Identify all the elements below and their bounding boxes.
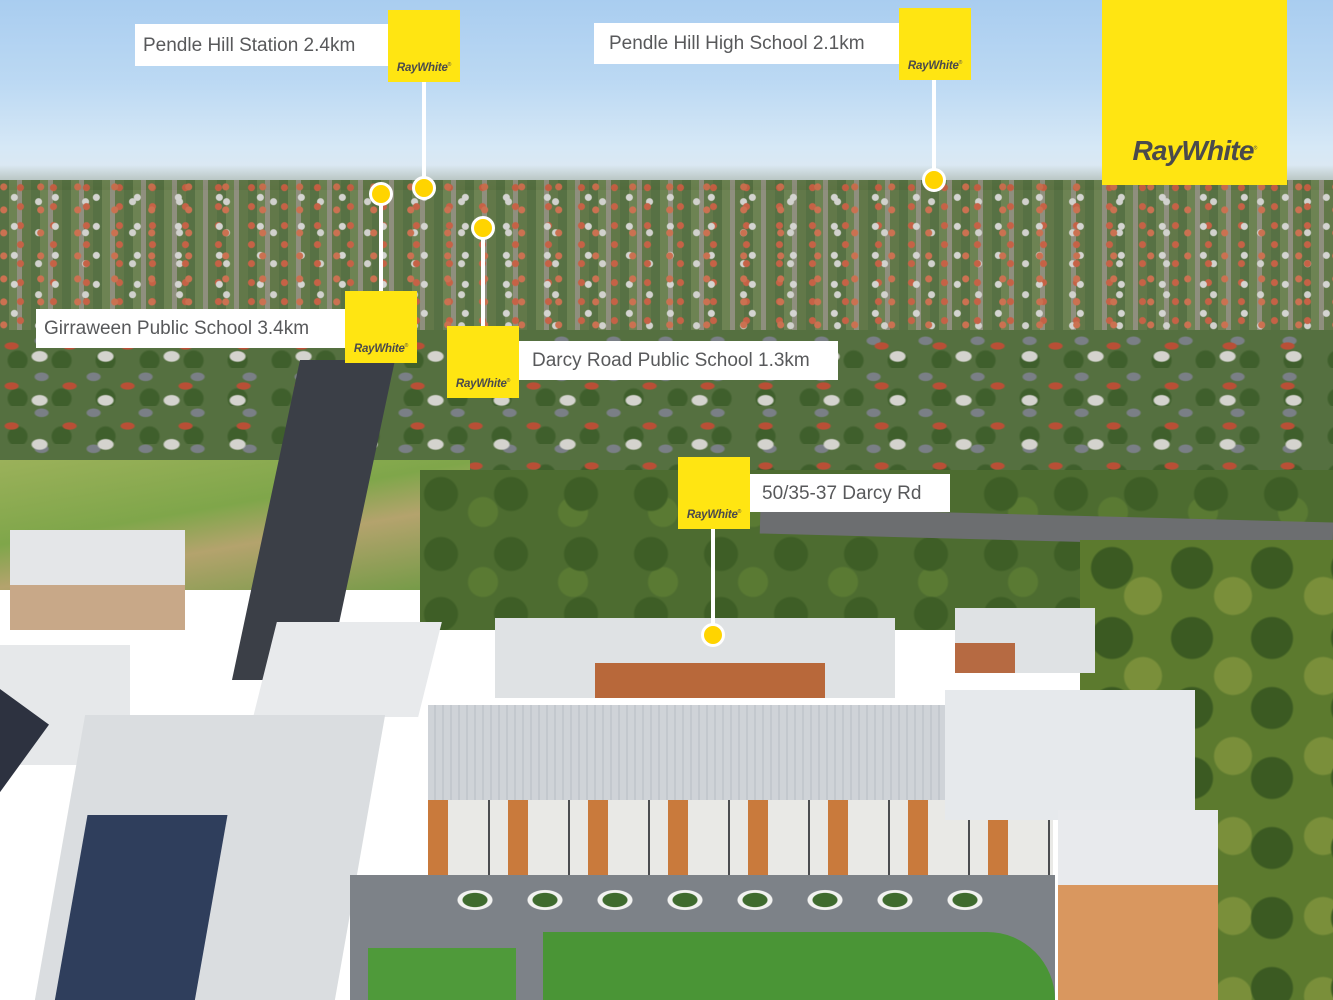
pin-line xyxy=(481,230,485,326)
pin-line xyxy=(422,82,426,182)
pin-line xyxy=(932,80,936,174)
apartment-building-west xyxy=(10,530,185,630)
callout-label-pendle-hill-station: Pendle Hill Station 2.4km xyxy=(135,24,388,66)
raywhite-tile: RayWhite® xyxy=(345,291,417,363)
building-rear xyxy=(495,618,895,698)
planters xyxy=(440,880,1000,920)
lawn xyxy=(368,948,516,1000)
raywhite-tile: RayWhite® xyxy=(678,457,750,529)
raywhite-tile: RayWhite® xyxy=(388,10,460,82)
raywhite-logo-text: RayWhite® xyxy=(1132,135,1257,166)
building-small xyxy=(253,622,442,717)
raywhite-logo: RayWhite® xyxy=(353,343,409,355)
building-rear-east xyxy=(955,608,1095,673)
raywhite-logo: RayWhite® xyxy=(686,509,742,521)
east-tower xyxy=(1058,810,1218,1000)
raywhite-logo: RayWhite® xyxy=(907,60,963,72)
raywhite-logo: RayWhite® xyxy=(455,378,511,390)
pin-dot-icon xyxy=(369,182,393,206)
pin-dot-icon xyxy=(701,623,725,647)
raywhite-brand-logo: RayWhite® xyxy=(1102,0,1287,185)
raywhite-tile: RayWhite® xyxy=(899,8,971,80)
callout-label-girraween-public-school: Girraween Public School 3.4km xyxy=(36,309,345,348)
callout-label-pendle-hill-high-school: Pendle Hill High School 2.1km xyxy=(594,23,899,64)
callout-label-property-address: 50/35-37 Darcy Rd xyxy=(750,474,950,512)
building-southwest xyxy=(34,715,386,1000)
east-wing-roof xyxy=(945,690,1195,820)
pin-dot-icon xyxy=(471,216,495,240)
pin-line xyxy=(711,529,715,629)
lawn xyxy=(543,932,1055,1000)
callout-label-darcy-road-public-school: Darcy Road Public School 1.3km xyxy=(519,341,838,380)
pin-line xyxy=(379,196,383,291)
raywhite-logo: RayWhite® xyxy=(396,62,452,74)
raywhite-tile: RayWhite® xyxy=(447,326,519,398)
pin-dot-icon xyxy=(922,168,946,192)
pin-dot-icon xyxy=(412,176,436,200)
